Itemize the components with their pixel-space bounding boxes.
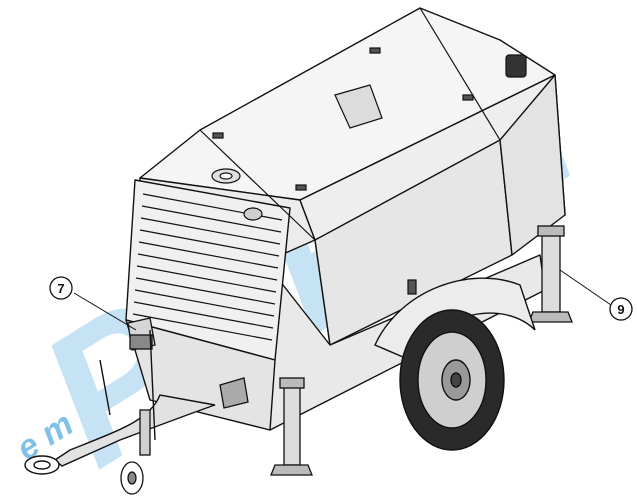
callout-9: 9 xyxy=(559,269,633,321)
rear-support-leg xyxy=(528,225,573,323)
exhaust-cap xyxy=(505,54,527,78)
front-grille xyxy=(132,193,283,341)
front-right-support-leg xyxy=(270,377,313,476)
front-support-leg xyxy=(127,317,249,409)
side-panel-rear xyxy=(499,74,566,256)
callout-7: 7 xyxy=(49,276,137,331)
callout-7-label: 7 xyxy=(57,281,64,296)
canopy-details xyxy=(199,7,527,295)
wheel-assembly xyxy=(374,277,536,451)
jockey-wheel xyxy=(120,409,151,495)
filler-neck xyxy=(243,207,263,221)
access-hatch xyxy=(334,84,383,129)
callout-9-label: 9 xyxy=(617,302,624,317)
